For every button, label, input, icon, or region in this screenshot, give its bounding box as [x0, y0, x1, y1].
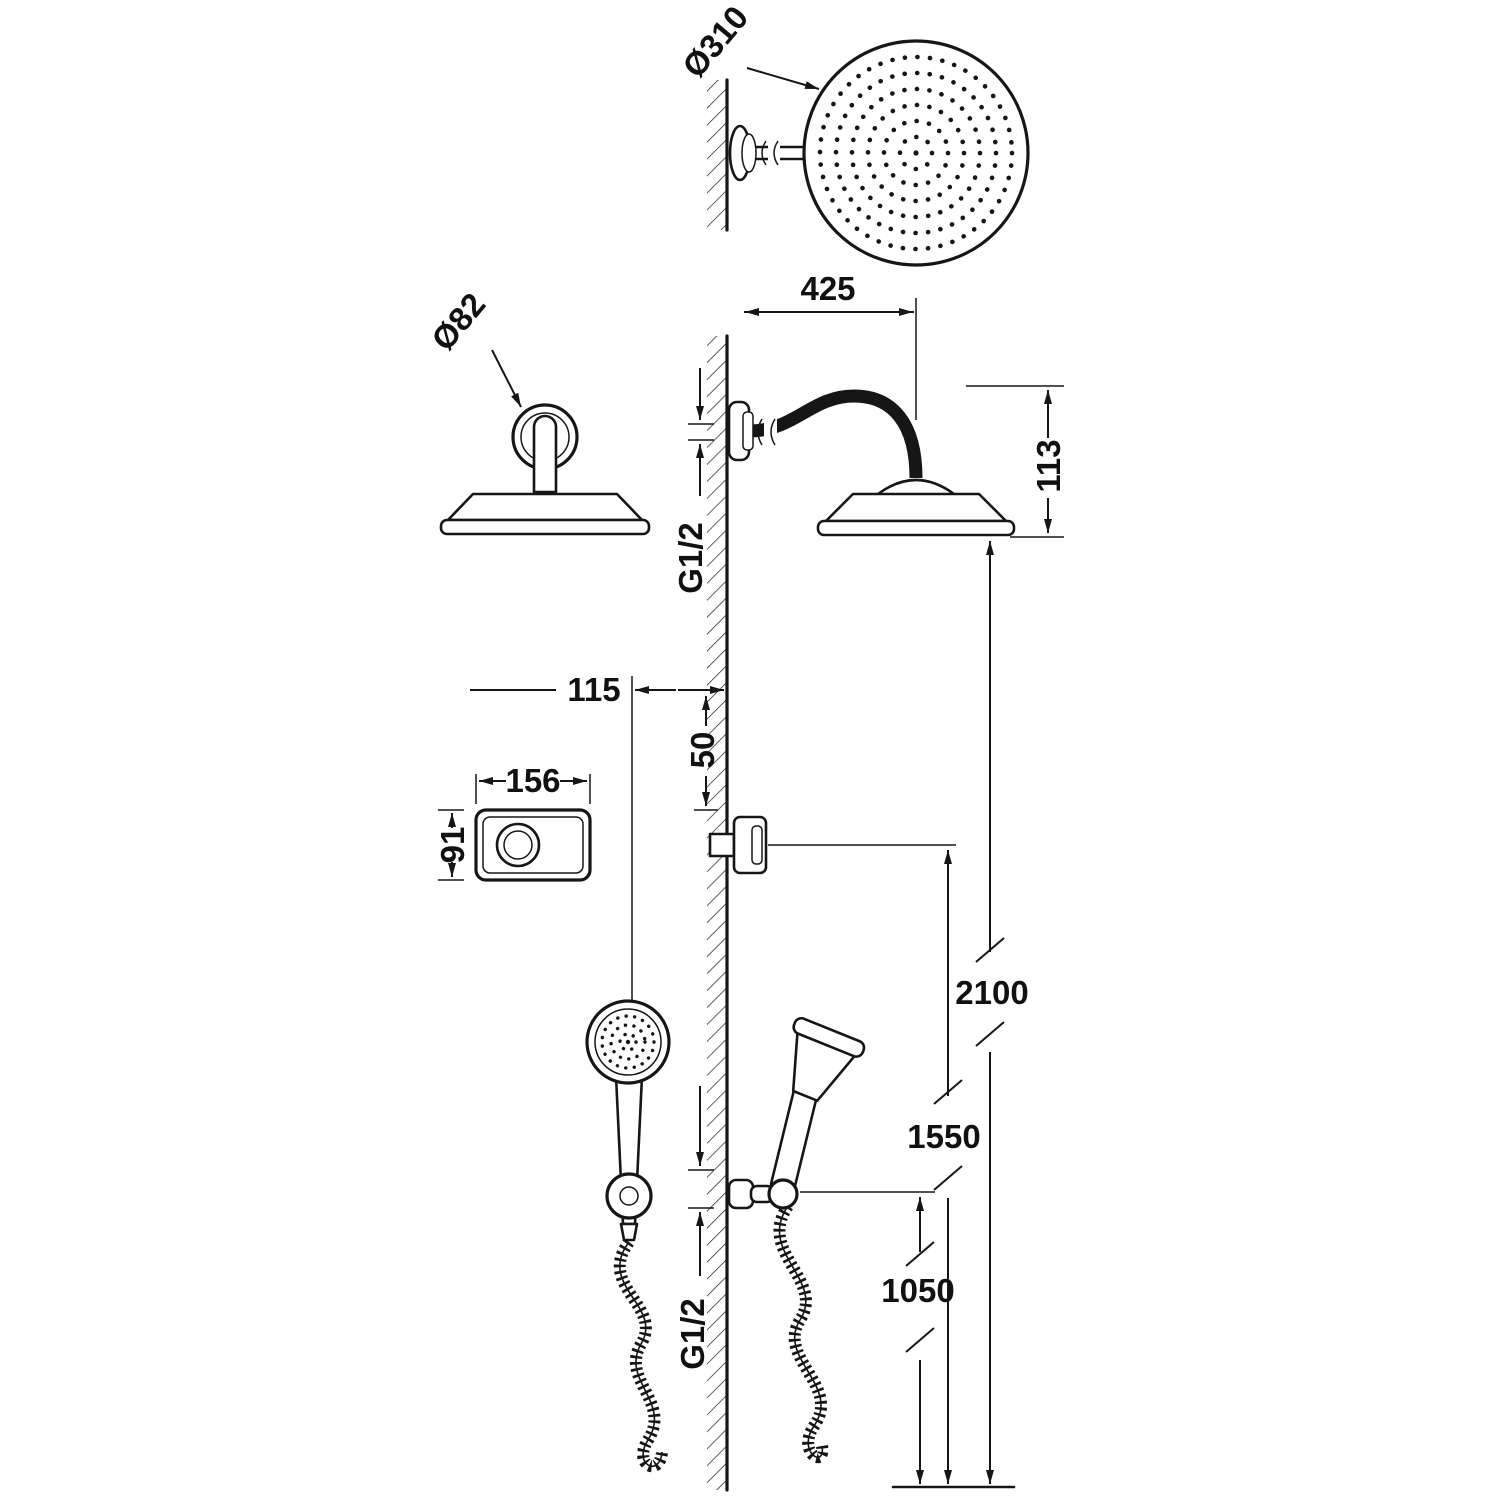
- hand-shower-handle-side: [769, 1088, 819, 1192]
- leader-head-diameter: [746, 67, 820, 90]
- break-slash: [905, 1241, 935, 1267]
- dim-156-label: 156: [505, 762, 560, 799]
- bell-rim: [792, 1016, 866, 1058]
- holder-knob-side: [767, 1178, 799, 1210]
- hose-connector: [619, 1222, 639, 1242]
- break-slash: [975, 937, 1005, 963]
- hand-spray-ring: [609, 1023, 647, 1061]
- outlet-flange-inner: [751, 825, 763, 865]
- installation-elevation: 425 113 G1/2 115 50: [434, 270, 1067, 1492]
- break-slash: [933, 1165, 963, 1191]
- arm-break-mark: [761, 140, 767, 166]
- g12-top-label: G1/2: [672, 522, 709, 594]
- break-slash: [933, 1079, 963, 1105]
- leader-escutcheon: [491, 349, 522, 408]
- holder-wall-bracket: [727, 1178, 755, 1210]
- head-rim-side: [439, 518, 651, 536]
- hand-shower-front-view: [585, 999, 671, 1473]
- label-head-diameter: Ø310: [675, 0, 755, 84]
- dim-1050-label: 1050: [881, 1272, 954, 1309]
- head-cone-side: [446, 492, 644, 522]
- dim-425-label: 425: [800, 270, 855, 307]
- dim-113-label: 113: [1030, 439, 1067, 492]
- spray-center-dot: [913, 150, 919, 156]
- spray-nozzle-ring: [817, 54, 1015, 252]
- dim-1550-label: 1550: [907, 1118, 980, 1155]
- arm-break-mark: [773, 140, 779, 166]
- head-cone: [824, 492, 1008, 523]
- dim-91-label: 91: [434, 827, 471, 864]
- head-rim: [816, 519, 1016, 537]
- overhead-shower-side-view: Ø82: [424, 286, 651, 536]
- control-knob-inner: [503, 830, 533, 860]
- hand-shower-face-inner: [594, 1008, 662, 1076]
- label-escutcheon-diameter: Ø82: [424, 286, 492, 358]
- arm-wall-flange-inner: [742, 411, 754, 451]
- dim-50-label: 50: [684, 732, 721, 769]
- holder-knob-front: [605, 1172, 653, 1220]
- hand-shower-hose-core: [778, 1205, 824, 1458]
- control-plate: [474, 808, 592, 882]
- hand-shower-bell: [791, 1016, 866, 1103]
- dim-115-label: 115: [567, 671, 620, 708]
- hand-shower-hose: [773, 1202, 829, 1464]
- control-knob: [495, 822, 541, 868]
- dim-2100-label: 2100: [955, 974, 1028, 1011]
- break-slash: [905, 1327, 935, 1353]
- hand-shower-side-view: G1/2: [674, 1016, 866, 1464]
- spray-nozzle-ring: [897, 134, 935, 172]
- wall-hatch-elevation: [707, 336, 727, 1490]
- spray-nozzle-ring: [833, 70, 999, 236]
- shower-arm: [750, 389, 923, 479]
- arm-break-mark: [770, 418, 776, 446]
- spray-nozzle-ring: [865, 102, 967, 204]
- spray-nozzle-ring: [881, 118, 951, 188]
- hand-spray-ring: [618, 1032, 638, 1052]
- control-plate-inner: [482, 816, 584, 874]
- vertical-supply-pipe: [532, 414, 558, 494]
- wall-flange-plan-inner: [741, 133, 757, 173]
- arm-break-mark: [757, 418, 763, 446]
- break-slash: [975, 1021, 1005, 1047]
- outlet-pipe-nub: [708, 832, 736, 858]
- overhead-shower-plan-view: Ø310: [675, 0, 1030, 267]
- spray-nozzle-ring: [849, 86, 983, 220]
- wall-hatch-plan: [707, 80, 727, 230]
- hand-spray-ring: [600, 1014, 656, 1070]
- hand-shower-hose-core: [619, 1241, 663, 1467]
- hand-shower-hose: [613, 1238, 668, 1473]
- hand-spray-center-dot: [625, 1039, 631, 1045]
- holder-knob-front-inner: [619, 1186, 639, 1206]
- head-dome: [876, 478, 956, 496]
- g12-bottom-label: G1/2: [674, 1298, 711, 1370]
